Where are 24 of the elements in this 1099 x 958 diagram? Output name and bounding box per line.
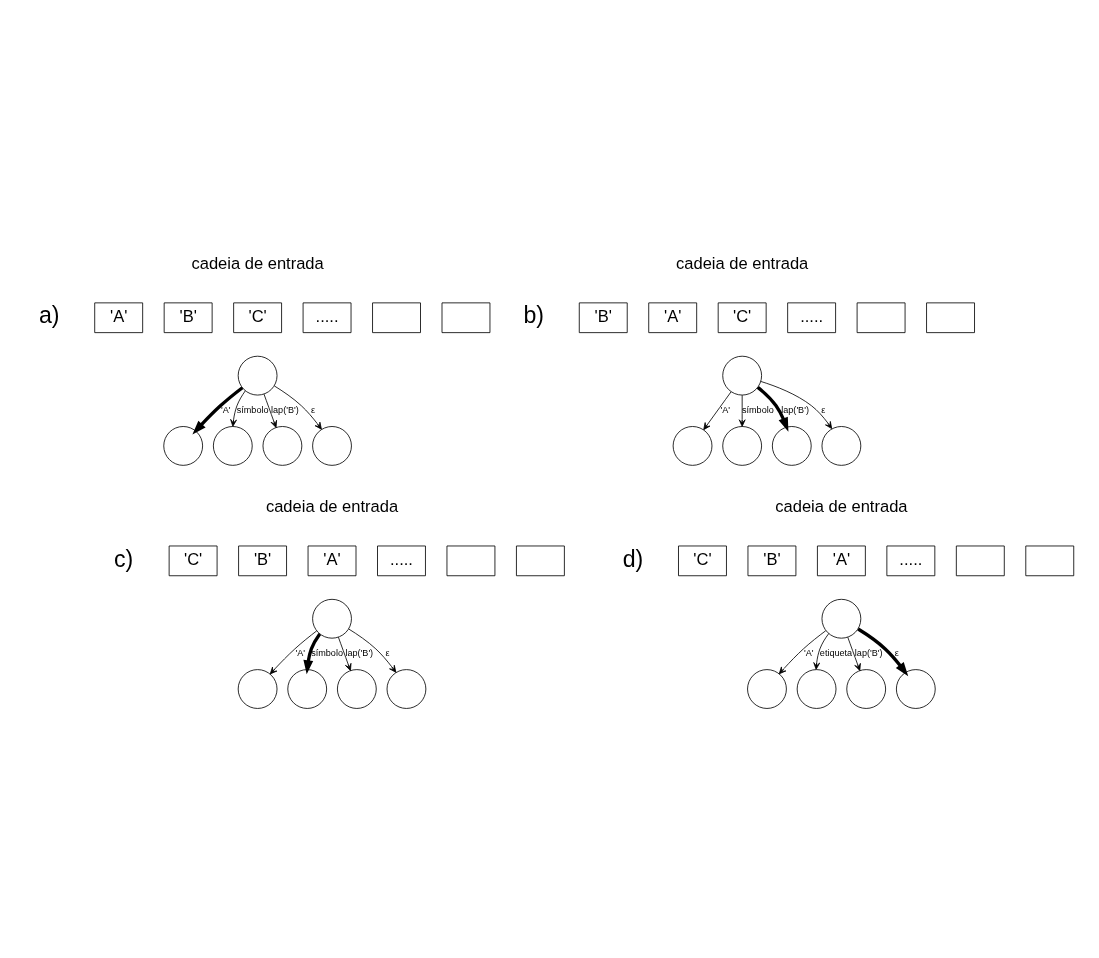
edge-label: lap('B') bbox=[271, 405, 299, 416]
label: d) bbox=[622, 545, 644, 572]
edge-label: 'A' bbox=[720, 405, 730, 416]
edge-label: 'A' bbox=[295, 648, 305, 659]
edge-label: etiqueta bbox=[819, 648, 853, 659]
label: cadeia de entrada bbox=[191, 253, 324, 273]
label: c) bbox=[114, 545, 134, 572]
edge-label: 'A' bbox=[221, 405, 231, 416]
edge-label: ε bbox=[385, 648, 390, 659]
edge-label: ε bbox=[310, 405, 316, 416]
edge-label: lap('B') bbox=[781, 405, 809, 416]
edge-label: lap('B') bbox=[345, 648, 374, 659]
label: a) bbox=[38, 302, 60, 329]
edge-label: lap('B') bbox=[854, 648, 883, 659]
edge-label: símbolo bbox=[236, 405, 269, 416]
edge-label: ε bbox=[894, 648, 899, 659]
label: cadeia de entrada bbox=[265, 496, 399, 516]
edge-label: 'A' bbox=[803, 648, 814, 659]
edge-label: símbolo bbox=[311, 648, 343, 659]
edge-label: ε bbox=[821, 405, 826, 416]
label: b) bbox=[523, 302, 545, 329]
label: cadeia de entrada bbox=[775, 496, 908, 516]
edge-label: símbolo bbox=[741, 405, 774, 416]
label: cadeia de entrada bbox=[676, 253, 809, 273]
